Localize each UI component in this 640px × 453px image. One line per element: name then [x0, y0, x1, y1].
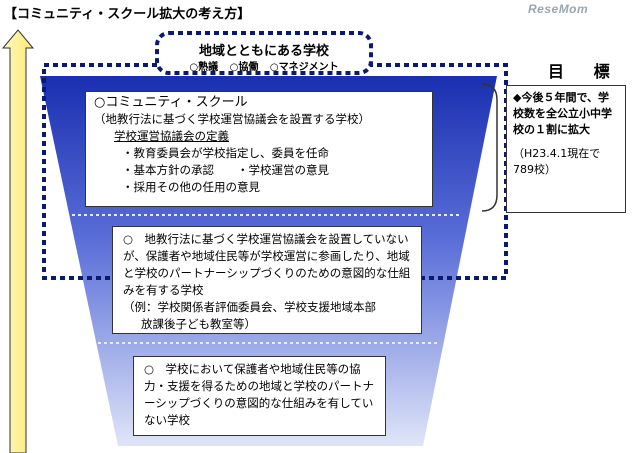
school-item: ○協働 [229, 62, 259, 73]
school-items: ○熟議 ○協働 ○マネジメント [160, 58, 368, 73]
middle-tier-example: （例：学校関係者評価委員会、学校支援地域本部 [123, 300, 376, 314]
goal-box: ◆今後５年間で、学校数を全公立小中学校の１割に拡大 （H23.4.1現在で789… [506, 85, 626, 213]
upward-arrow [1, 29, 35, 453]
community-school-subheading: （地教行法に基づく学校運営協議会を設置する学校） [94, 112, 370, 126]
school-item: ○熟議 [189, 62, 219, 73]
bottom-tier-text: ○ 学校において保護者や地域住民等の協力・支援を得るための地域と学校のパートナー… [144, 362, 374, 427]
goal-main: ◆今後５年間で、学校数を全公立小中学校の１割に拡大 [513, 91, 612, 136]
definition-item: ・教育委員会が学校指定し、委員を任命 [122, 146, 329, 160]
middle-tier-box: ○ 地教行法に基づく学校運営協議会を設置していないが、保護者や地域住民等が学校運… [112, 226, 422, 334]
community-school-heading: ○コミュニティ・スクール [94, 95, 248, 110]
goal-note: （H23.4.1現在で789校） [513, 147, 601, 176]
goal-brace [481, 83, 498, 212]
page-title: 【コミュニティ・スクール拡大の考え方】 [4, 7, 251, 22]
middle-tier-text: ○ 地教行法に基づく学校運営協議会を設置していないが、保護者や地域住民等が学校運… [123, 232, 411, 297]
definition-title: 学校運営協議会の定義 [114, 129, 229, 143]
community-school-box: ○コミュニティ・スクール （地教行法に基づく学校運営協議会を設置する学校） 学校… [85, 91, 433, 207]
definition-item: ・基本方針の承認 ・学校運営の意見 [122, 163, 329, 177]
definition-item: ・採用その他の任用の意見 [122, 180, 260, 194]
school-item: ○マネジメント [269, 62, 339, 73]
bottom-tier-box: ○ 学校において保護者や地域住民等の協力・支援を得るための地域と学校のパートナー… [133, 356, 386, 436]
school-box-border [155, 31, 373, 75]
middle-tier-example-cont: 放課後子ども教室等） [141, 317, 256, 331]
goal-heading: 目 標 [548, 62, 622, 81]
school-title: 地域とともにある学校 [198, 44, 329, 59]
site-logo: ReseMom [528, 2, 589, 16]
